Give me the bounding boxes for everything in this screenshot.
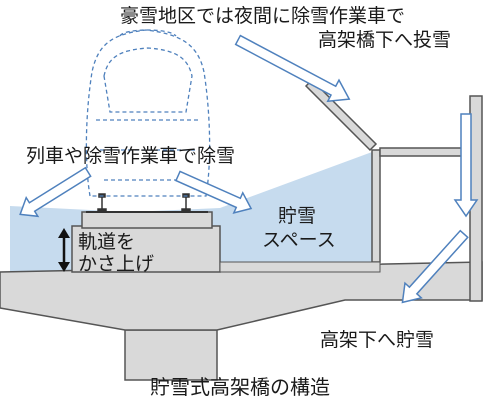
viaduct-pier <box>124 329 218 381</box>
raise-height-arrow <box>58 228 70 272</box>
track-ballast <box>81 211 213 229</box>
raise-track-label-line2: かさ上げ <box>78 253 155 275</box>
under-storage-label: 高架下へ貯雪 <box>320 329 435 351</box>
diagram-caption: 貯雪式高架橋の構造 <box>150 375 330 399</box>
arrow-night-dump <box>234 34 351 103</box>
arrow-right-removal <box>174 170 253 214</box>
side-wall <box>371 149 381 263</box>
rail-right <box>181 193 191 213</box>
arrow-left-removal <box>19 166 92 218</box>
storage-space-label-line2: スペース <box>262 229 336 251</box>
storage-space-label-line1: 貯雪 <box>278 205 317 227</box>
arrow-down-right-side <box>453 113 479 218</box>
connecting-beam <box>379 147 471 157</box>
snow-trough-floor <box>219 261 381 273</box>
raise-track-label-line1: 軌道を <box>78 231 136 253</box>
outer-post <box>469 95 483 302</box>
night-dump-label-line1: 豪雪地区では夜間に除雪作業車で <box>120 5 406 27</box>
snow-vehicle-outline <box>85 29 211 197</box>
arrow-under-storage <box>401 229 469 304</box>
rail-left <box>97 193 107 213</box>
train-removal-label: 列車や除雪作業車で除雪 <box>26 145 236 167</box>
raised-track-base <box>71 225 221 273</box>
night-dump-label-line2: 高架橋下へ投雪 <box>318 29 452 51</box>
